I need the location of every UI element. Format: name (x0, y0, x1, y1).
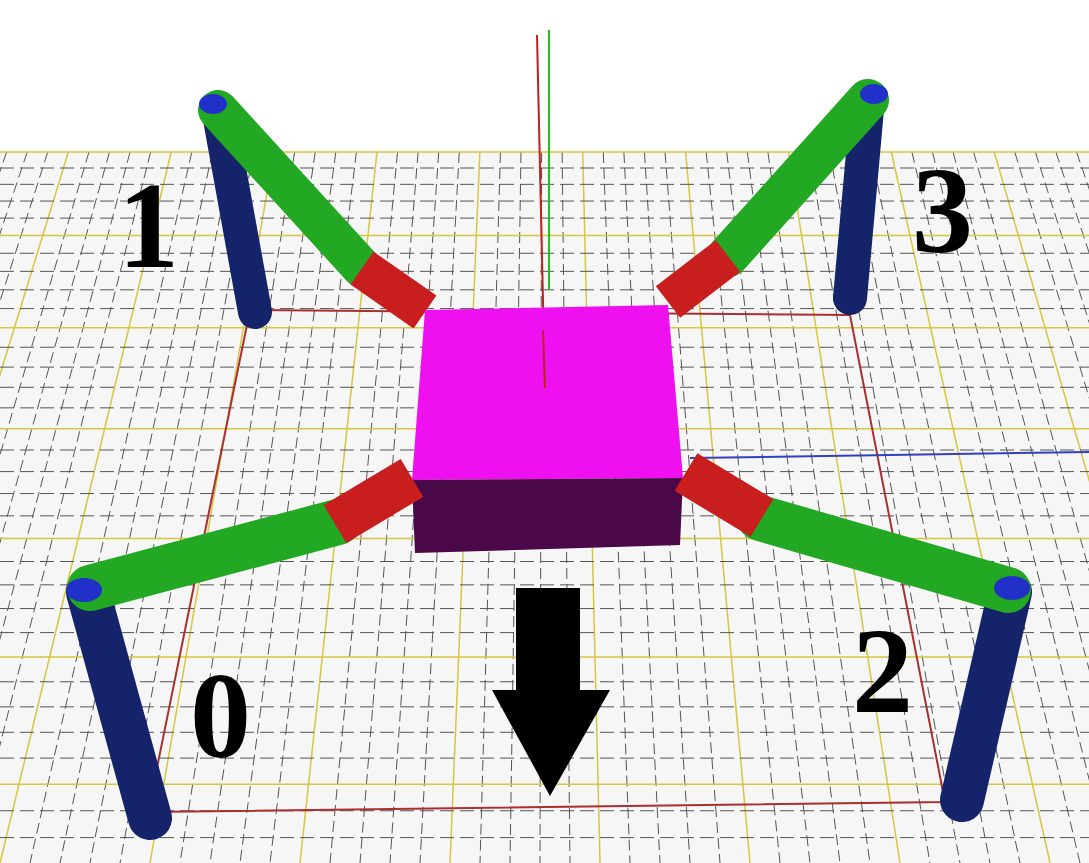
grid-line (0, 152, 89, 863)
direction-arrow (492, 588, 610, 796)
leg (668, 84, 888, 302)
z-axis (543, 330, 545, 388)
leg-number: 0 (190, 655, 251, 777)
grid-line (1035, 152, 1089, 863)
grid-line (0, 152, 27, 863)
grid-line (1056, 152, 1089, 863)
grid-line (0, 289, 1089, 290)
body-top (412, 305, 683, 480)
body-front (412, 478, 683, 553)
grid-line (0, 152, 110, 863)
grid-line (0, 837, 1089, 838)
leg (66, 478, 412, 818)
grid-line (953, 152, 1089, 863)
y-axis (548, 30, 550, 290)
grid-line (0, 152, 7, 863)
leg-number: 3 (912, 150, 973, 272)
leg-number: 2 (852, 610, 913, 732)
grid-line (30, 152, 192, 863)
grid-line (1015, 152, 1089, 863)
leg (199, 94, 425, 312)
grid-line (60, 152, 212, 863)
x-axis (690, 452, 1089, 458)
grid-line (0, 152, 48, 863)
leg-number: 1 (118, 165, 179, 287)
leg (686, 472, 1030, 800)
grid-line (994, 152, 1089, 863)
grid-line (1077, 152, 1089, 863)
